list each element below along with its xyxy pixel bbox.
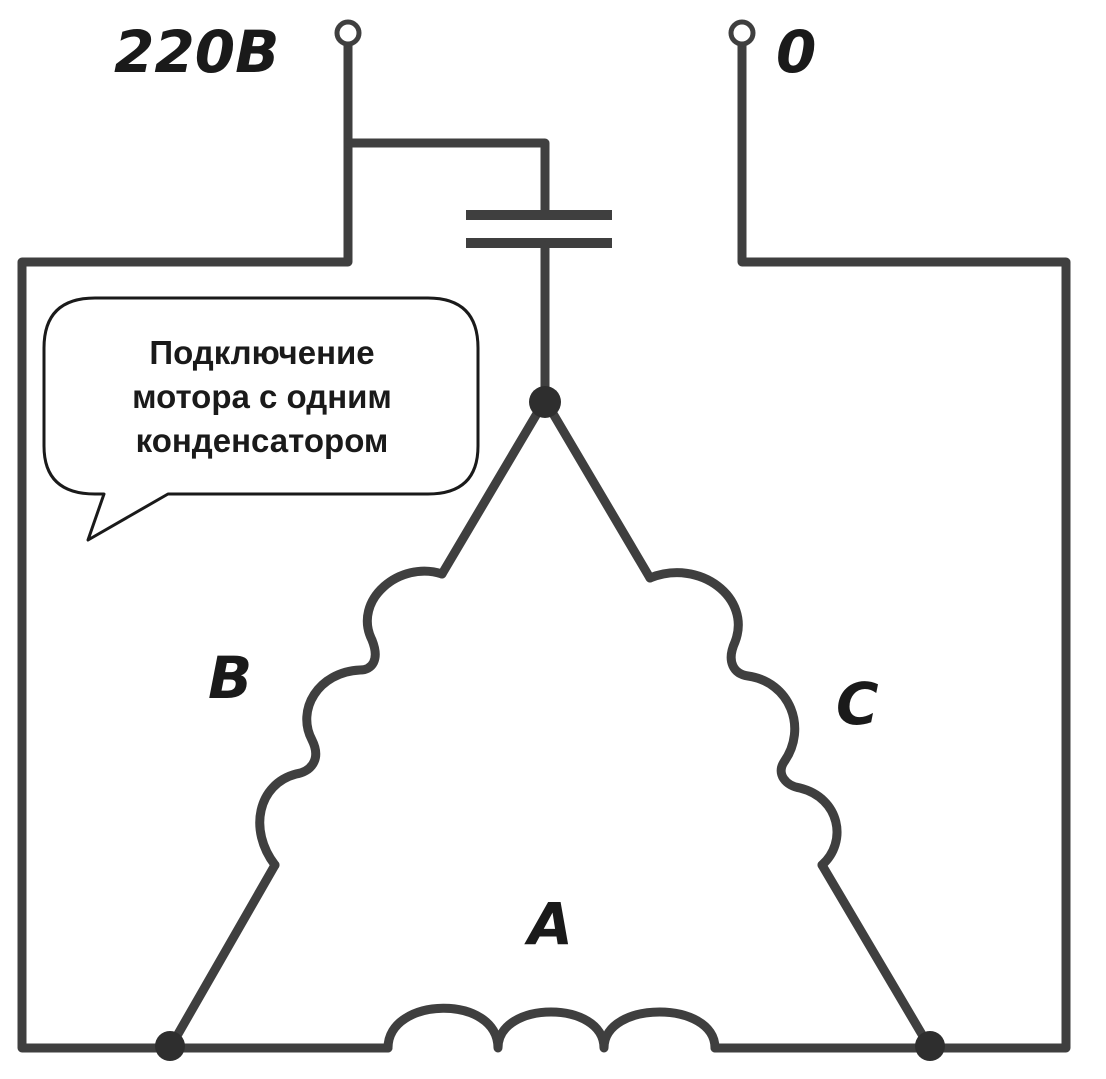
callout-bubble: Подключение мотора с одним конденсатором [42,296,480,542]
live-terminal-label: 220В [114,18,279,86]
winding-b-coil [255,566,447,870]
winding-b-lead-bottom [165,860,280,1053]
neutral-wire [737,39,1071,1053]
callout-line-2: мотора с одним [132,378,392,415]
winding-a-coil [383,1003,720,1053]
neutral-terminal-icon [728,19,756,47]
neutral-terminal-label: 0 [776,18,816,86]
winding-c-lead-top [540,395,655,583]
winding-c-coil [645,568,842,870]
winding-a-label: A [524,890,573,958]
callout-line-1: Подключение [149,334,374,371]
capacitor-feed-wire [343,138,550,217]
winding-b-label: B [208,644,252,712]
callout-bubble-shape [42,296,480,542]
bottom-right-junction-node [915,1031,945,1061]
winding-c-label: C [836,670,879,738]
callout-line-3: конденсатором [136,422,389,459]
live-terminal-icon [334,19,362,47]
winding-b-lead-top [437,395,550,579]
live-wire [17,39,353,1053]
winding-c-lead-bottom [817,860,935,1053]
top-junction-node [529,386,561,418]
bottom-left-junction-node [155,1031,185,1061]
